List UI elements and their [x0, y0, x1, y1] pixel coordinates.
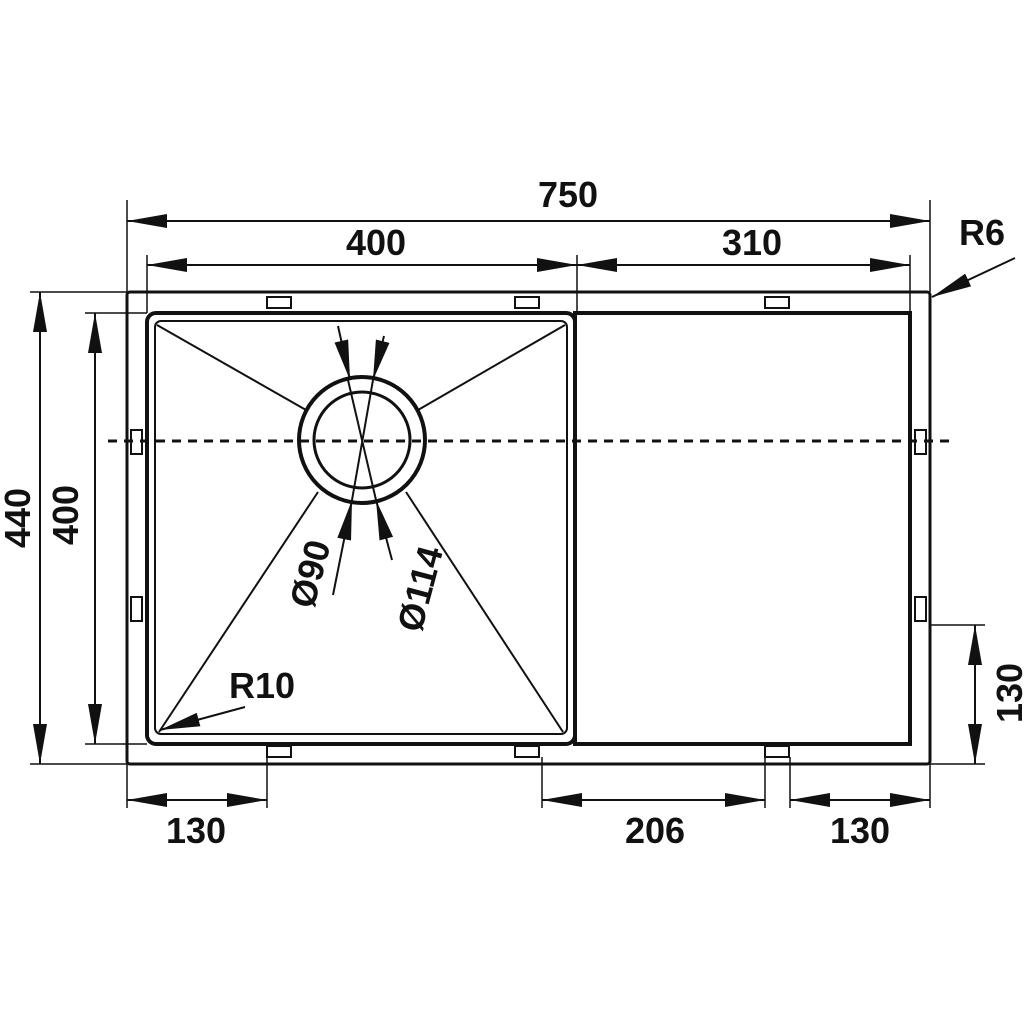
- sink-outer-rim: [125, 290, 932, 766]
- dim-clip-offset-left: 130: [166, 810, 226, 851]
- drainboard: [573, 311, 912, 746]
- dim-bowl-depth: 400: [45, 485, 86, 545]
- dim-drain-outer: Ø114: [389, 542, 451, 636]
- dim-drain-inner: Ø90: [281, 536, 338, 612]
- dim-outer-radius: R6: [959, 212, 1005, 253]
- dim-clip-offset-right-bottom: 130: [830, 810, 890, 851]
- dim-bowl-width: 400: [346, 222, 406, 263]
- sink-bowl-inner-edge: [154, 320, 568, 735]
- dim-clip-offset-right: 130: [989, 663, 1024, 723]
- drain-outer: [297, 375, 427, 505]
- bowl-slope-lines: [156, 324, 566, 733]
- dim-overall-width: 750: [538, 174, 598, 215]
- dim-drainboard-width: 310: [722, 222, 782, 263]
- dimension-lines: [33, 214, 1016, 807]
- drain-inner: [312, 390, 412, 490]
- dim-clip-spacing: 206: [625, 810, 685, 851]
- dim-bowl-radius: R10: [229, 665, 295, 706]
- mounting-clips: [130, 296, 927, 758]
- dim-overall-depth: 440: [0, 488, 38, 548]
